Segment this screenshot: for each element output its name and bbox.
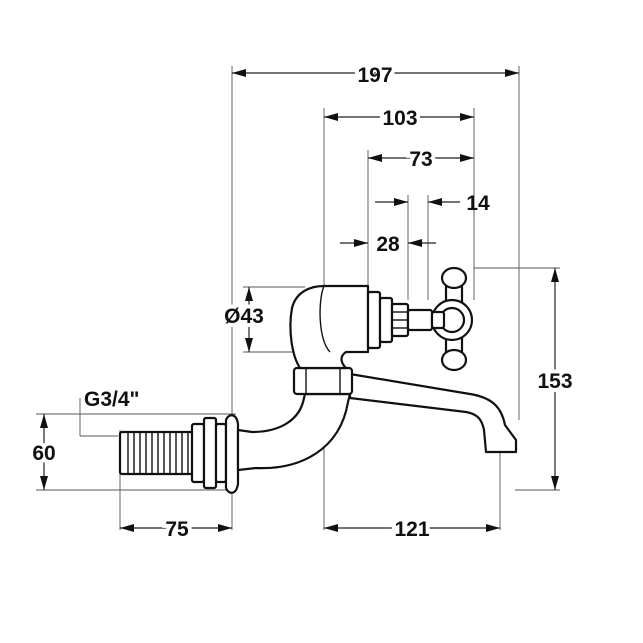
dim-spout-reach: 121	[324, 514, 500, 545]
valve-body	[289, 284, 370, 370]
dim-197-label: 197	[357, 64, 392, 87]
dim-spout-to-handle: 103	[324, 103, 474, 134]
cross-handle	[430, 266, 474, 372]
dim-28-label: 28	[376, 233, 400, 256]
tap-outline	[118, 266, 518, 494]
dim-stem: 28	[340, 233, 436, 256]
threaded-inlet	[118, 430, 202, 476]
dim-60-label: 60	[32, 442, 55, 465]
dim-153-label: 153	[537, 370, 572, 393]
dim-body-diameter: Ø43	[220, 287, 268, 352]
wall-nut	[190, 416, 228, 490]
bonnet	[366, 290, 410, 350]
dim-body-to-handle: 73	[368, 144, 474, 175]
dim-thread: G3/4"	[84, 388, 139, 411]
extension-lines	[36, 66, 560, 530]
dim-121-label: 121	[394, 518, 429, 541]
dim-spindle: 14	[375, 192, 490, 215]
spout	[348, 372, 518, 454]
wall-flange	[224, 414, 240, 494]
dim-height: 153	[533, 268, 577, 490]
dim-75-label: 75	[165, 518, 189, 541]
dim-inlet-height: 60	[28, 414, 60, 490]
spindle	[406, 308, 434, 332]
dim-43-label: Ø43	[224, 305, 264, 328]
dim-overall-length: 197	[232, 60, 519, 91]
tap-body	[236, 392, 352, 472]
dim-thread-label: G3/4"	[84, 388, 139, 411]
dim-103-label: 103	[382, 107, 417, 130]
union-nut	[292, 366, 354, 396]
dim-73-label: 73	[409, 148, 432, 171]
dim-14-label: 14	[466, 192, 490, 215]
dim-inlet-length: 75	[120, 514, 232, 545]
